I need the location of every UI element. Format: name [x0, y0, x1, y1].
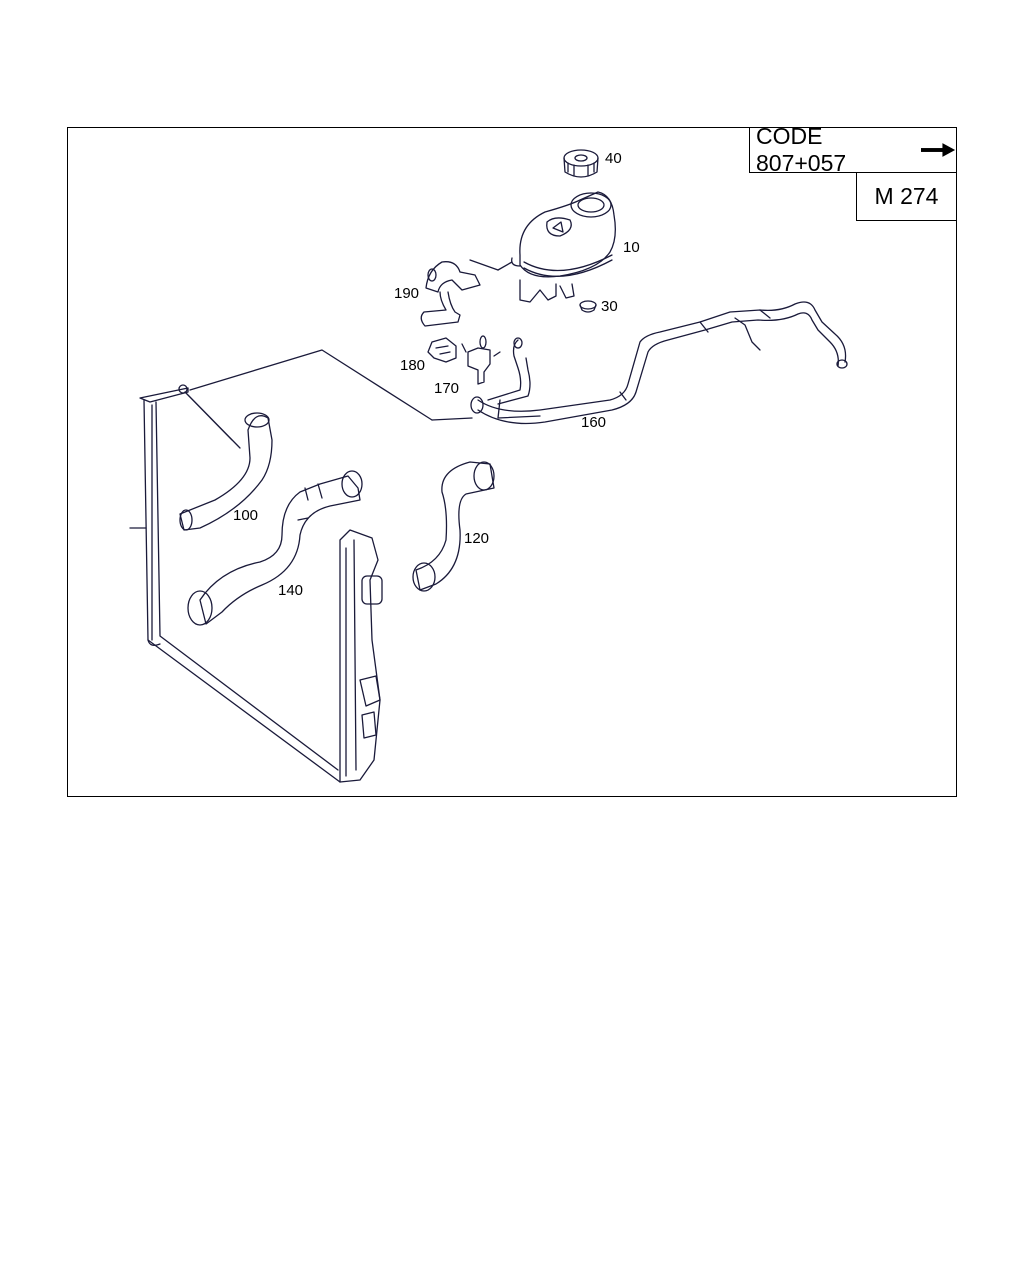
small-hose-part	[420, 259, 499, 327]
model-box: M 274	[856, 172, 957, 221]
callout-140: 140	[278, 582, 304, 599]
leader-line	[189, 349, 433, 421]
connector-part	[461, 335, 501, 385]
model-label: M 274	[874, 183, 939, 209]
hose-100-part	[179, 412, 273, 531]
clip-part	[427, 337, 457, 363]
code-box: CODE 807+057	[749, 123, 957, 176]
callout-160: 160	[581, 414, 607, 431]
long-hose-part	[431, 301, 848, 425]
callout-120: 120	[464, 530, 490, 547]
diagram-frame	[67, 127, 957, 797]
expansion-tank-part	[497, 191, 616, 303]
hose-140-part	[187, 470, 363, 626]
callout-10: 10	[623, 239, 640, 256]
callout-190: 190	[394, 285, 420, 302]
radiator-part	[129, 384, 383, 783]
callout-30: 30	[601, 298, 618, 315]
callout-170: 170	[434, 380, 460, 397]
arrow-right-icon	[920, 143, 956, 157]
callout-40: 40	[605, 150, 622, 167]
hose-120-part	[412, 461, 495, 592]
callout-100: 100	[233, 507, 259, 524]
cap-part	[563, 149, 599, 178]
code-label: CODE 807+057	[756, 123, 847, 176]
plug-part	[579, 300, 597, 313]
callout-180: 180	[400, 357, 426, 374]
